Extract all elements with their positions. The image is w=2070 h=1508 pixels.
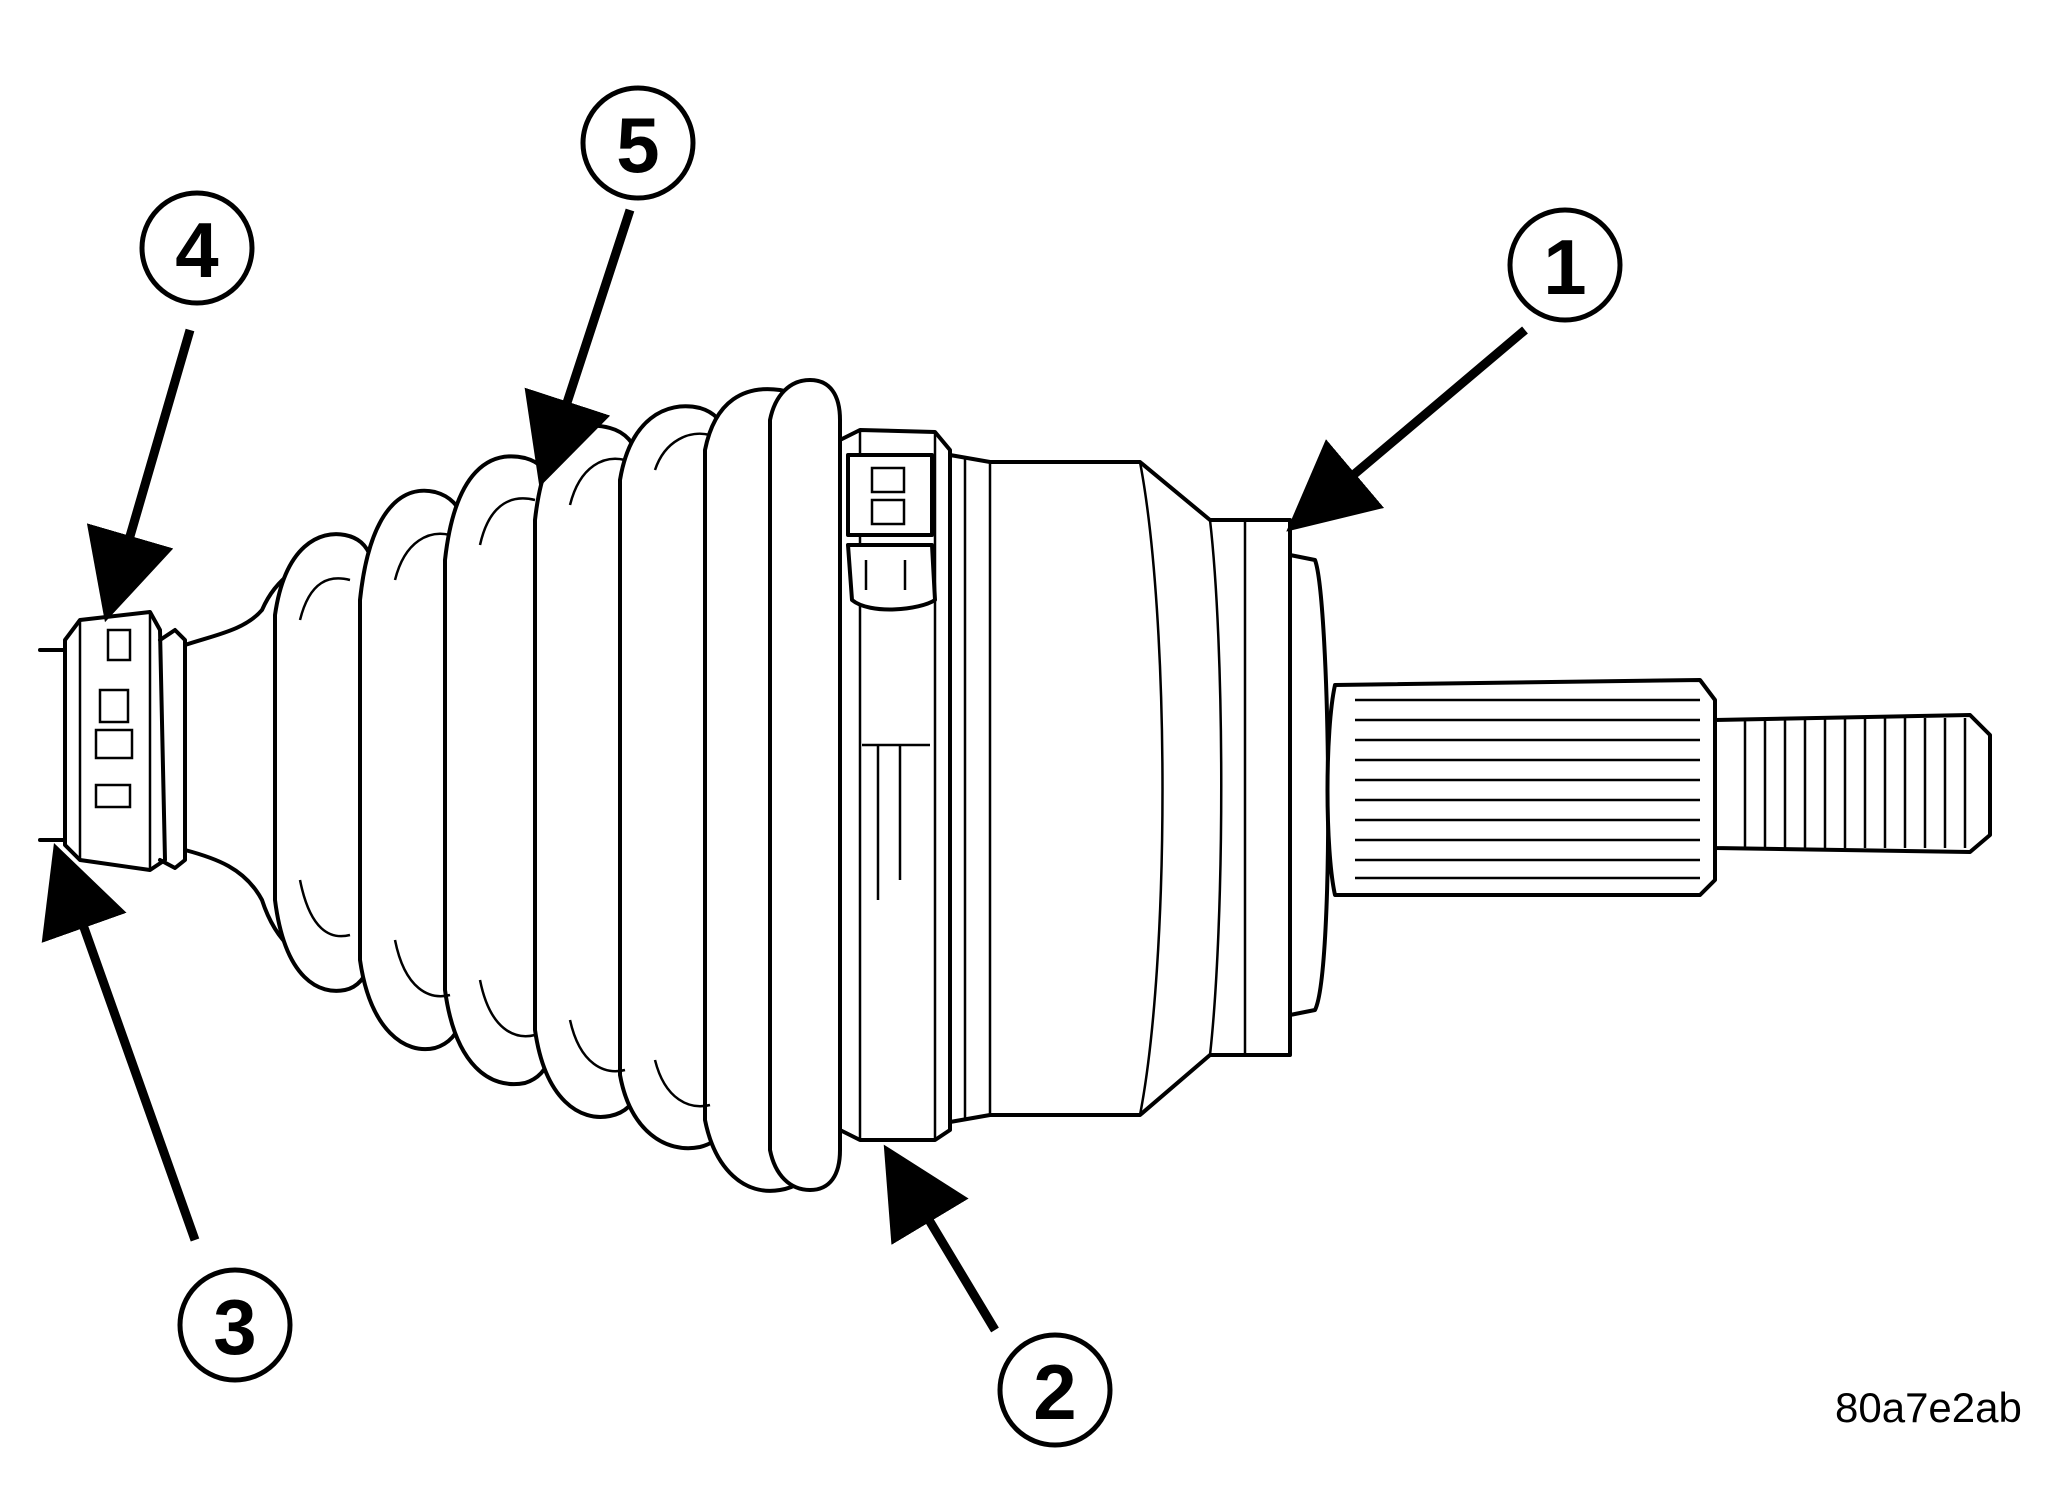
callout-1: 1 — [1507, 207, 1623, 323]
splined-stub-shaft — [1325, 678, 1992, 897]
large-boot-clamp — [838, 428, 952, 1142]
cv-joint-housing — [948, 453, 1331, 1124]
cv-boot — [183, 378, 842, 1193]
callout-2-label: 2 — [1033, 1348, 1076, 1436]
thread-ridges — [1743, 718, 1967, 848]
callout-3: 3 — [177, 1267, 293, 1383]
leader-arrow-1 — [1286, 326, 1528, 532]
leader-arrow-3 — [41, 843, 200, 1242]
leader-arrows — [41, 208, 1528, 1333]
callout-2: 2 — [997, 1332, 1113, 1448]
callout-1-label: 1 — [1543, 223, 1586, 311]
callout-4: 4 — [139, 190, 255, 306]
leader-arrow-2 — [883, 1144, 999, 1333]
leader-arrow-4 — [86, 328, 195, 623]
callout-4-label: 4 — [175, 206, 218, 294]
small-boot-clamp — [63, 610, 187, 872]
callout-5-label: 5 — [616, 101, 659, 189]
leader-arrow-5 — [524, 208, 635, 488]
callout-3-label: 3 — [213, 1283, 256, 1371]
callout-5: 5 — [580, 85, 696, 201]
figure-id: 80a7e2ab — [1835, 1384, 2022, 1431]
